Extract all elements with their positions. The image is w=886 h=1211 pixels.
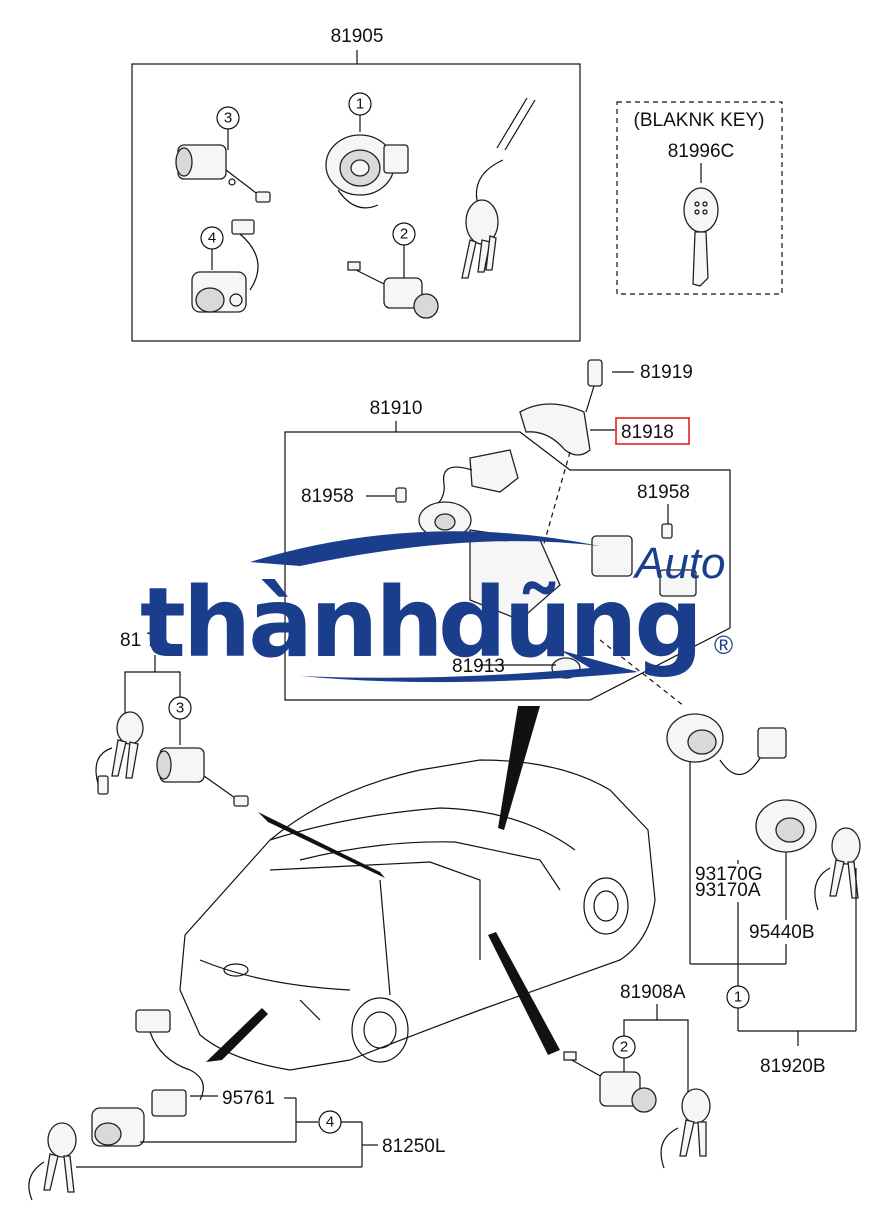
svg-text:2: 2 xyxy=(400,226,408,243)
callout-3-top: 3 xyxy=(216,106,240,150)
callout-4-top: 4 xyxy=(200,226,224,270)
trunk-lock-set: 95761 4 81250L xyxy=(28,1009,445,1201)
label-95440B: 95440B xyxy=(749,922,815,943)
callout-1-top: 1 xyxy=(348,92,372,132)
watermark-registered: ® xyxy=(714,630,733,660)
label-81250L: 81250L xyxy=(382,1136,445,1157)
door-lock-cylinder-left xyxy=(156,747,249,807)
kit-81905: 81905 3 1 xyxy=(131,26,581,342)
bolt-81919: 81919 xyxy=(585,359,693,413)
label-81958-left: 81958 xyxy=(301,486,354,507)
car-outline xyxy=(179,759,656,1071)
door-lock-right xyxy=(563,1051,657,1113)
svg-text:1: 1 xyxy=(356,96,364,113)
watermark-logo: thành dũng Auto ® xyxy=(140,531,733,683)
screw-81958-right: 81958 xyxy=(637,482,690,539)
assembly-81910: 81910 81919 81918 81958 xyxy=(284,359,731,707)
label-81907: 81 7 xyxy=(120,630,157,651)
label-81996C: 81996C xyxy=(668,141,735,162)
label-81958-right: 81958 xyxy=(637,482,690,503)
assembly-81910-frame xyxy=(284,431,731,701)
watermark-underline xyxy=(300,650,638,683)
svg-text:3: 3 xyxy=(224,110,232,127)
svg-text:4: 4 xyxy=(326,1114,334,1131)
immobilizer-coil-95440B xyxy=(755,799,817,853)
svg-text:1: 1 xyxy=(734,989,742,1006)
key-set-bottom-right xyxy=(660,1088,711,1169)
trunk-actuator xyxy=(135,1009,204,1101)
door-lock-right-set: 81908A 2 xyxy=(563,982,711,1169)
svg-text:4: 4 xyxy=(208,230,216,247)
label-95761: 95761 xyxy=(222,1088,275,1109)
blank-key-box: (BLAKNK KEY) 81996C xyxy=(616,101,783,295)
steering-lock-body xyxy=(418,501,697,679)
key-set-bottom-left xyxy=(28,1122,77,1201)
label-81910: 81910 xyxy=(370,398,423,419)
key-set-left xyxy=(95,711,144,795)
label-81919: 81919 xyxy=(640,362,693,383)
ignition-set-right: 93170G 93170A 95440B 1 81920B xyxy=(666,713,861,1077)
blank-key-icon xyxy=(683,187,719,287)
ignition-cylinder-top xyxy=(325,134,409,209)
label-81908A: 81908A xyxy=(620,982,686,1003)
pointer-arrows xyxy=(206,706,560,1062)
blank-key-caption: (BLAKNK KEY) xyxy=(634,110,765,131)
key-set-right xyxy=(814,827,861,911)
ignition-cylinder-right xyxy=(666,713,787,776)
door-lock-top xyxy=(347,261,439,319)
label-81920B: 81920B xyxy=(760,1056,826,1077)
callout-2-top: 2 xyxy=(392,222,416,278)
highlight-box-81918 xyxy=(615,417,690,445)
door-lock-left-set: 81 7 3 xyxy=(95,630,249,807)
screw-81958-left: 81958 xyxy=(301,486,407,507)
trunk-lock-cylinder xyxy=(91,1089,187,1147)
watermark-auto: Auto xyxy=(632,539,726,588)
blank-key-frame xyxy=(616,101,783,295)
svg-text:2: 2 xyxy=(620,1039,628,1056)
trunk-lock-top xyxy=(191,219,259,313)
svg-text:3: 3 xyxy=(176,700,184,717)
watermark-brand-second: dũng xyxy=(438,567,700,679)
harness-connector xyxy=(429,449,519,511)
label-93170G: 93170G xyxy=(695,864,763,885)
kit-81905-frame xyxy=(131,63,581,342)
shroud-81918: 81918 xyxy=(519,403,690,456)
label-81913: 81913 xyxy=(452,656,505,677)
watermark-brand-main: thành xyxy=(140,567,441,679)
label-81905: 81905 xyxy=(331,26,384,47)
key-set-top xyxy=(461,97,536,279)
watermark-swoosh xyxy=(250,531,600,566)
label-93170A: 93170A xyxy=(695,880,761,901)
door-lock-cylinder-top xyxy=(175,144,271,203)
label-81918: 81918 xyxy=(621,422,674,443)
